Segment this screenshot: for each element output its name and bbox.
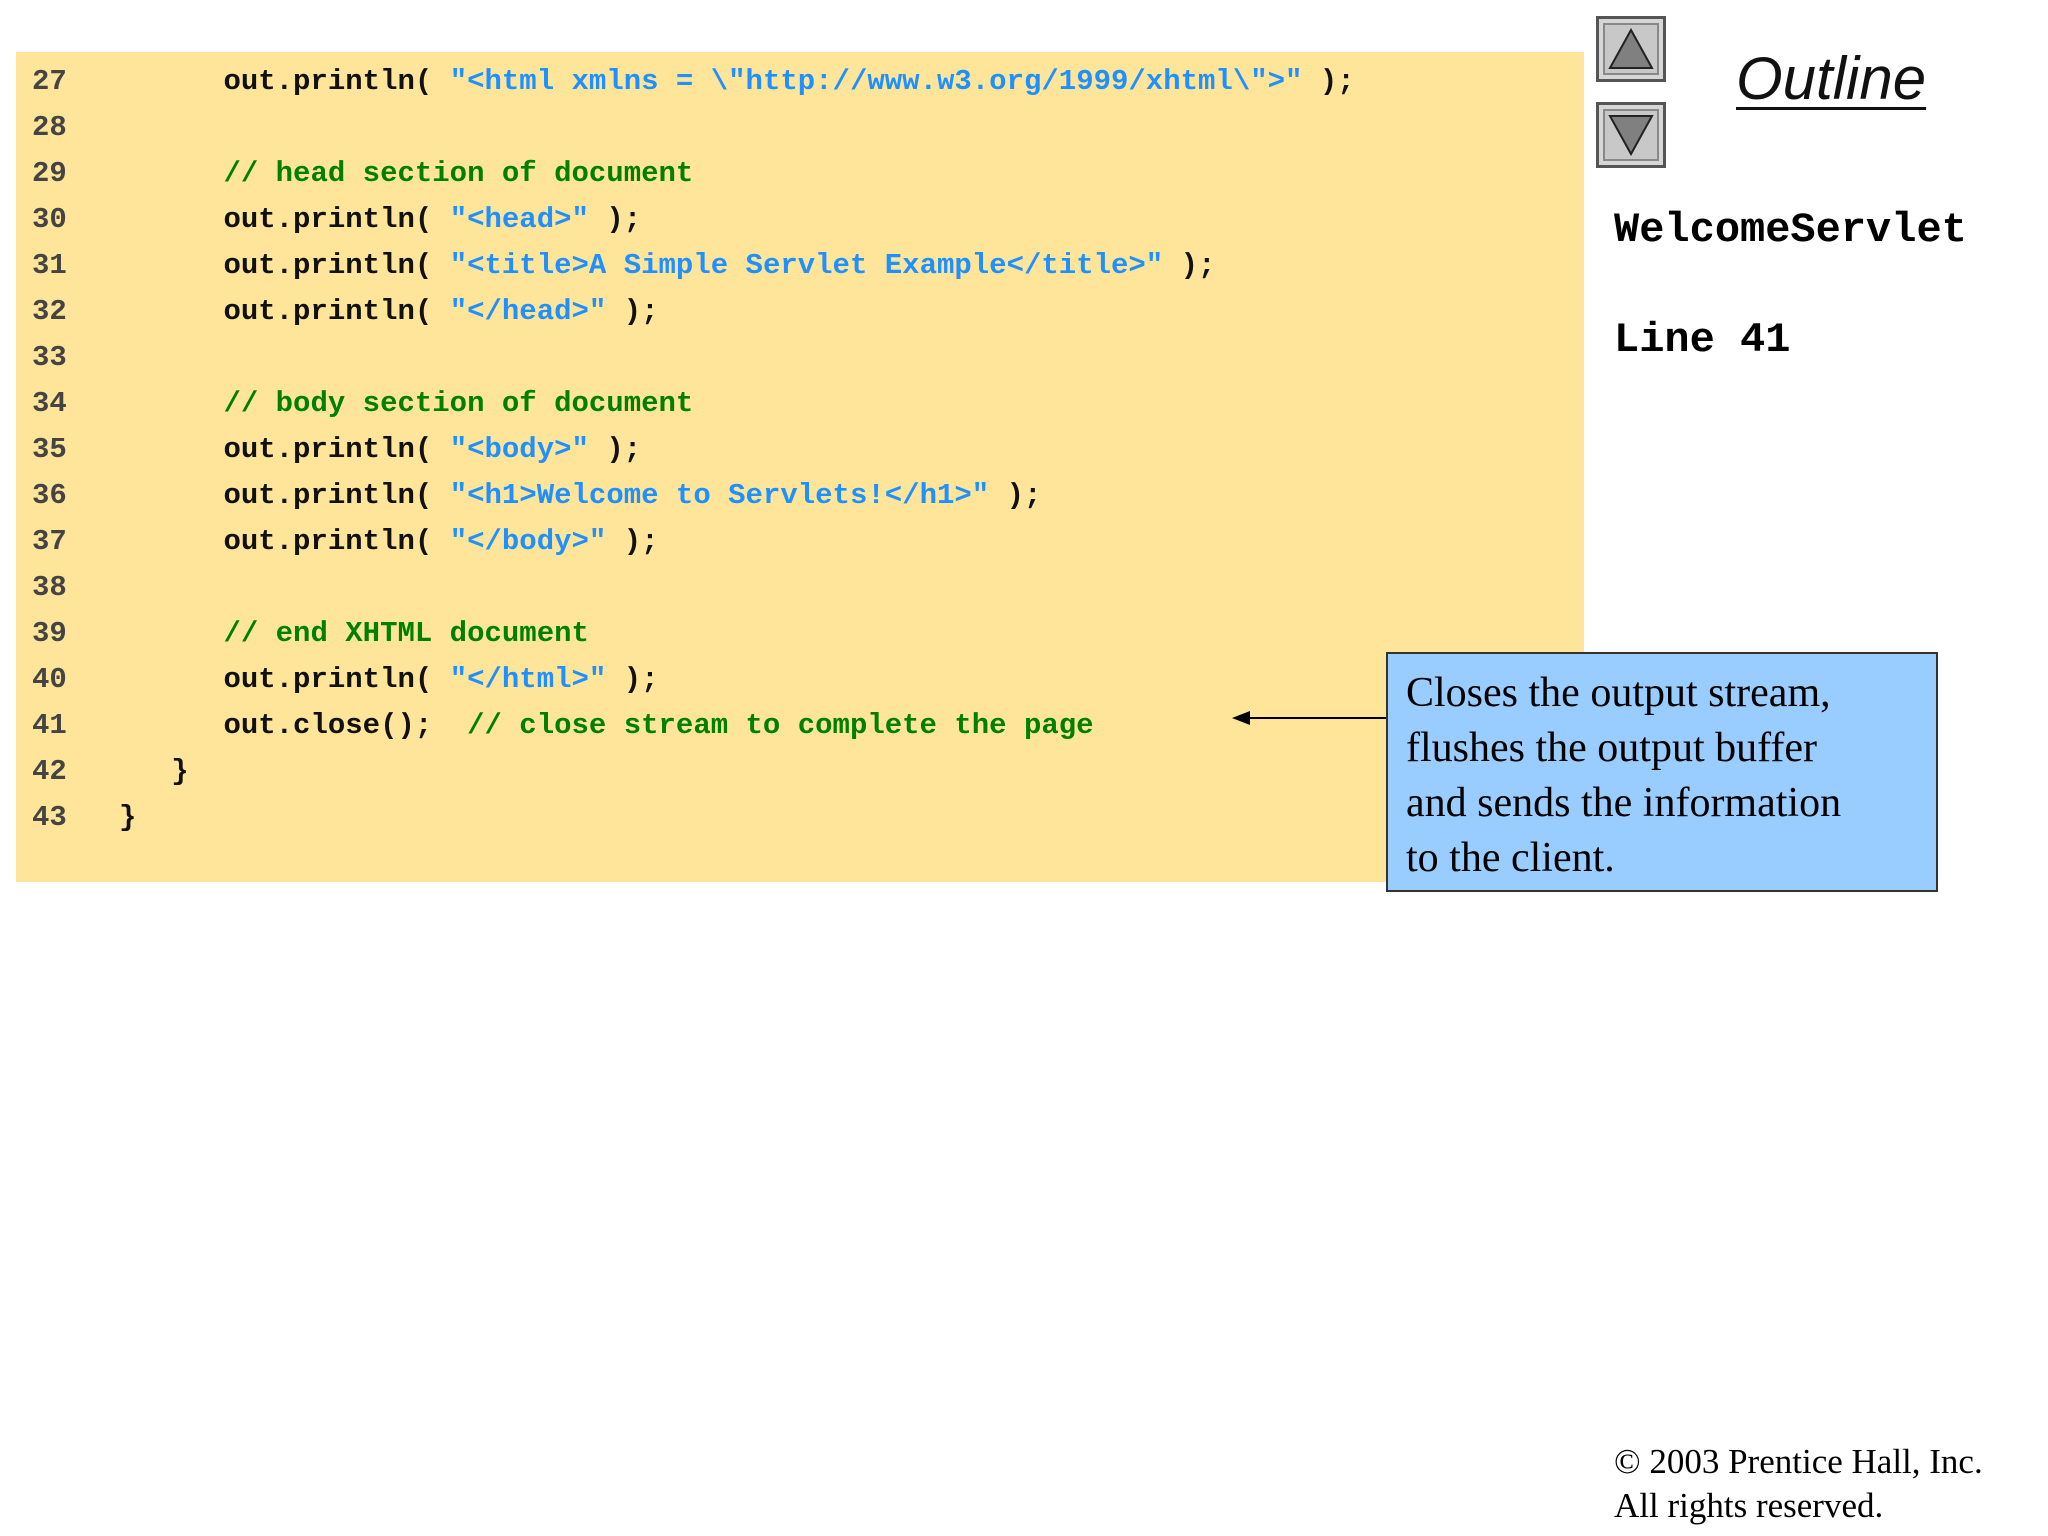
code-line: 31 out.println( "<title>A Simple Servlet… xyxy=(32,243,1215,289)
code-line: 38 xyxy=(32,565,67,611)
code-text: } xyxy=(66,755,189,788)
file-label: WelcomeServlet xyxy=(1614,206,1967,254)
line-number: 32 xyxy=(32,295,67,328)
code-comment: // body section of document xyxy=(66,387,694,420)
code-text: out.println( xyxy=(66,525,450,558)
code-text: ); xyxy=(606,525,659,558)
code-string: "</body>" xyxy=(449,525,607,558)
code-line: 27 out.println( "<html xmlns = \"http://… xyxy=(32,59,1355,105)
code-line: 43 } xyxy=(32,795,136,841)
code-string: "<body>" xyxy=(449,433,589,466)
outline-title[interactable]: Outline xyxy=(1736,45,1927,112)
code-line: 30 out.println( "<head>" ); xyxy=(32,197,641,243)
code-text: ); xyxy=(588,433,642,466)
code-line: 36 out.println( "<h1>Welcome to Servlets… xyxy=(32,473,1041,519)
code-panel: 27 out.println( "<html xmlns = \"http://… xyxy=(16,52,1584,882)
code-text: ); xyxy=(588,203,642,236)
previous-slide-button[interactable] xyxy=(1596,16,1666,82)
line-number: 28 xyxy=(32,111,67,144)
code-text: out.println( xyxy=(66,65,450,98)
line-number: 29 xyxy=(32,157,67,190)
code-text: out.println( xyxy=(66,433,450,466)
code-line: 29 // head section of document xyxy=(32,151,693,197)
code-line: 42 } xyxy=(32,749,189,795)
copyright-line: © 2003 Prentice Hall, Inc. xyxy=(1614,1442,1983,1481)
code-string: "<title>A Simple Servlet Example</title>… xyxy=(449,249,1164,282)
line-number: 34 xyxy=(32,387,67,420)
code-text: out.println( xyxy=(66,663,450,696)
code-text: ); xyxy=(989,479,1042,512)
triangle-down-icon xyxy=(1608,115,1654,157)
callout-text: and sends the information xyxy=(1406,780,1842,826)
code-text: out.println( xyxy=(66,295,450,328)
line-number: 31 xyxy=(32,249,67,282)
line-number: 35 xyxy=(32,433,67,466)
code-text: out.close(); xyxy=(66,709,468,742)
callout-arrow xyxy=(1232,711,1388,725)
code-string: "<h1>Welcome to Servlets!</h1>" xyxy=(449,479,990,512)
line-number: 41 xyxy=(32,709,67,742)
code-text: ); xyxy=(1163,249,1216,282)
line-number: 43 xyxy=(32,801,67,834)
next-slide-button[interactable] xyxy=(1596,102,1666,168)
code-line: 33 xyxy=(32,335,67,381)
code-line: 35 out.println( "<body>" ); xyxy=(32,427,641,473)
code-text: ); xyxy=(606,663,659,696)
code-text: out.println( xyxy=(66,203,450,236)
code-line: 28 xyxy=(32,105,67,151)
code-string: "</head>" xyxy=(449,295,607,328)
callout-text: Closes the output stream, xyxy=(1406,670,1831,716)
line-number: 40 xyxy=(32,663,67,696)
code-comment: // end XHTML document xyxy=(66,617,589,650)
line-label: Line 41 xyxy=(1614,316,1791,364)
code-comment: // close stream to complete the page xyxy=(467,709,1094,742)
line-number: 39 xyxy=(32,617,67,650)
code-string: "<html xmlns = \"http://www.w3.org/1999/… xyxy=(449,65,1303,98)
line-number: 42 xyxy=(32,755,67,788)
code-text: } xyxy=(66,801,137,834)
code-line: 32 out.println( "</head>" ); xyxy=(32,289,659,335)
line-number: 37 xyxy=(32,525,67,558)
code-line: 34 // body section of document xyxy=(32,381,693,427)
callout-text: to the client. xyxy=(1406,835,1615,881)
callout-text: flushes the output buffer xyxy=(1406,725,1817,771)
line-number: 38 xyxy=(32,571,67,604)
copyright-footer: © 2003 Prentice Hall, Inc. All rights re… xyxy=(1614,1440,1983,1528)
code-text: ); xyxy=(1302,65,1355,98)
line-number: 27 xyxy=(32,65,67,98)
code-string: "<head>" xyxy=(449,203,589,236)
code-line: 39 // end XHTML document xyxy=(32,611,589,657)
line-number: 33 xyxy=(32,341,67,374)
code-comment: // head section of document xyxy=(66,157,694,190)
code-line: 40 out.println( "</html>" ); xyxy=(32,657,659,703)
triangle-up-icon xyxy=(1608,27,1654,69)
line-number: 36 xyxy=(32,479,67,512)
code-text: ); xyxy=(606,295,659,328)
rights-line: All rights reserved. xyxy=(1614,1486,1884,1525)
line-number: 30 xyxy=(32,203,67,236)
code-string: "</html>" xyxy=(449,663,607,696)
code-text: out.println( xyxy=(66,249,450,282)
callout-box: Closes the output stream, flushes the ou… xyxy=(1386,652,1938,892)
code-line: 41 out.close(); // close stream to compl… xyxy=(32,703,1094,749)
code-line: 37 out.println( "</body>" ); xyxy=(32,519,659,565)
code-text: out.println( xyxy=(66,479,450,512)
